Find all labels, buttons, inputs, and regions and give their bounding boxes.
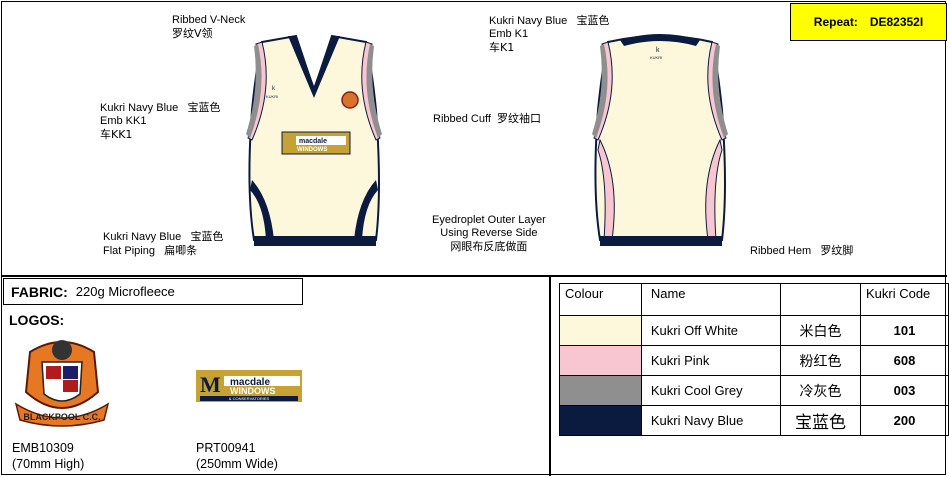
macdale-windows-logo: M macdale WINDOWS & CONSERVATORIES	[196, 370, 302, 402]
svg-text:KUKRI: KUKRI	[650, 55, 662, 60]
annotation-piping: Kukri Navy Blue 宝蓝色 Flat Piping 扁唧条	[103, 230, 224, 257]
repeat-value: DE82352I	[869, 15, 924, 29]
logos-title: LOGOS:	[9, 312, 65, 328]
back-vest-illustration: k KUKRI	[592, 34, 728, 246]
colour-table: Colour Name Kukri Code Kukri Off White 米…	[559, 283, 949, 436]
repeat-box: Repeat: DE82352I	[790, 3, 947, 41]
colour-swatch	[559, 345, 642, 376]
front-right-grey-band	[366, 44, 382, 138]
svg-text:KUKRI: KUKRI	[266, 94, 278, 99]
repeat-label: Repeat:	[813, 15, 858, 29]
svg-text:WINDOWS: WINDOWS	[297, 147, 327, 153]
back-hem	[600, 236, 722, 246]
section-divider-vertical	[549, 276, 551, 476]
front-hem	[254, 236, 376, 246]
colour-swatch	[559, 375, 642, 406]
logo-code-prt: PRT00941 (250mm Wide)	[196, 441, 278, 471]
front-right-piping	[354, 180, 378, 240]
annotation-hem: Ribbed Hem 罗纹脚	[750, 244, 854, 257]
colour-row: Kukri Navy Blue 宝蓝色 200	[559, 405, 949, 436]
front-crest	[341, 91, 359, 109]
front-vest-illustration: k KUKRI macdale WINDOWS	[246, 34, 382, 246]
colour-swatch	[559, 405, 642, 436]
svg-text:macdale: macdale	[299, 138, 327, 145]
annotation-neck: Ribbed V-Neck 罗纹V领	[172, 14, 246, 40]
front-v-neck	[288, 36, 340, 98]
front-left-grey-band	[246, 44, 262, 138]
svg-text:macdale: macdale	[230, 377, 270, 388]
front-kukri-mark: k	[272, 86, 276, 92]
fabric-label: FABRIC:	[11, 283, 68, 300]
annotation-eyelet: Eyedroplet Outer Layer Using Reverse Sid…	[432, 214, 546, 253]
fabric-value: 220g Microfleece	[75, 284, 175, 299]
blackpool-crest-logo: BLACKPOOL C.C.	[14, 340, 110, 427]
logo-code-emb: EMB10309 (70mm High)	[12, 441, 85, 471]
colour-row: Kukri Pink 粉红色 608	[559, 345, 949, 376]
colour-table-header: Colour Name Kukri Code	[559, 283, 949, 316]
svg-text:BLACKPOOL C.C.: BLACKPOOL C.C.	[23, 412, 100, 422]
fabric-box: FABRIC: 220g Microfleece	[3, 278, 303, 305]
annotation-front-emb: Kukri Navy Blue 宝蓝色 Emb KK1 车KK1	[100, 101, 221, 141]
svg-text:WINDOWS: WINDOWS	[230, 386, 276, 396]
colour-row: Kukri Cool Grey 冷灰色 003	[559, 375, 949, 406]
back-vest-body	[594, 35, 726, 241]
front-left-piping	[250, 180, 274, 240]
colour-swatch	[559, 315, 642, 346]
colour-row: Kukri Off White 米白色 101	[559, 315, 949, 346]
section-divider	[1, 275, 947, 277]
back-neck	[620, 34, 700, 46]
svg-text:& CONSERVATORIES: & CONSERVATORIES	[229, 396, 270, 401]
annotation-cuff: Ribbed Cuff 罗纹袖口	[433, 112, 542, 125]
svg-text:M: M	[200, 372, 221, 397]
back-kukri-mark: k	[656, 47, 660, 54]
annotation-back-emb: Kukri Navy Blue 宝蓝色 Emb K1 车K1	[489, 14, 610, 54]
